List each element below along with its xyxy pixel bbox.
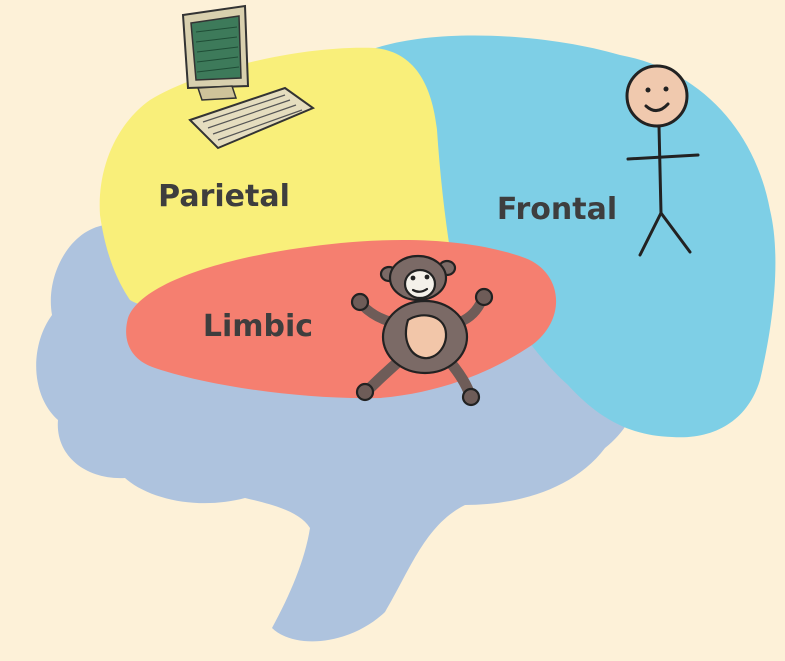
frontal-region: [370, 35, 776, 438]
stick-figure-icon: [625, 64, 700, 257]
monkey-icon: [350, 254, 494, 407]
frontal-label: Frontal: [497, 192, 617, 227]
limbic-label: Limbic: [203, 309, 313, 344]
computer-icon: [181, 4, 316, 150]
parietal-label: Parietal: [158, 179, 290, 214]
